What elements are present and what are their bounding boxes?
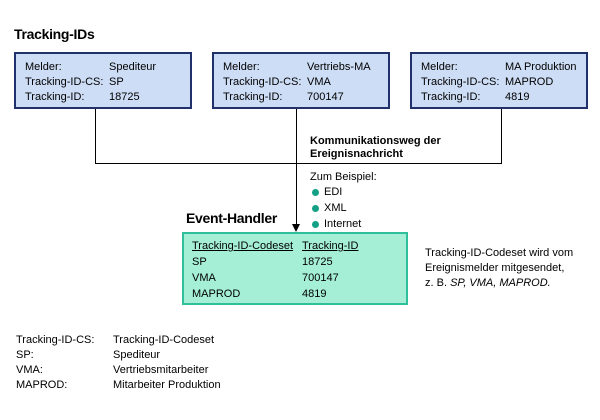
legend-term: SP: bbox=[16, 349, 34, 361]
list-item-label: XML bbox=[324, 202, 347, 214]
example-list: EDI XML Internet bbox=[312, 184, 361, 232]
list-item: XML bbox=[312, 200, 361, 216]
cell-codeset: SP bbox=[192, 256, 207, 268]
legend-definition: Tracking-ID-Codeset bbox=[113, 334, 215, 346]
field-label: Tracking-ID-CS: bbox=[223, 76, 302, 88]
legend-definition: Vertriebsmitarbeiter bbox=[113, 364, 209, 376]
table-row: Tracking-ID-CS: SP bbox=[25, 75, 182, 90]
bullet-icon bbox=[312, 204, 319, 212]
tracking-id-box-vertriebs-ma: Melder: Vertriebs-MA Tracking-ID-CS: VMA… bbox=[212, 52, 390, 109]
connector-line-box1 bbox=[95, 109, 96, 164]
communication-path-title: Kommunikationsweg der Ereignisnachricht bbox=[310, 135, 441, 161]
table-row: Tracking-ID-CS: MAPROD bbox=[421, 75, 578, 90]
codeset-note: Tracking-ID-Codeset wird vom Ereignismel… bbox=[425, 246, 573, 291]
field-label: Tracking-ID: bbox=[223, 91, 283, 103]
table-row: SP 18725 bbox=[192, 254, 398, 270]
table-row: Tracking-ID: 18725 bbox=[25, 90, 182, 105]
cell-tracking-id: 4819 bbox=[302, 288, 327, 300]
field-label: Tracking-ID-CS: bbox=[25, 76, 104, 88]
field-value: MAPROD bbox=[505, 76, 554, 88]
table-row: MAPROD 4819 bbox=[192, 286, 398, 302]
cell-codeset: MAPROD bbox=[192, 288, 241, 300]
cell-tracking-id: 700147 bbox=[302, 272, 339, 284]
table-row: Tracking-ID-CS: VMA bbox=[223, 75, 380, 90]
event-handler-heading: Event-Handler bbox=[186, 210, 278, 226]
codeset-note-line3-examples: SP, VMA, MAPROD. bbox=[450, 277, 551, 289]
legend-term: MAPROD: bbox=[16, 379, 68, 391]
communication-path-title-line1: Kommunikationsweg der bbox=[310, 135, 441, 147]
connector-line-box2 bbox=[296, 109, 297, 164]
communication-path-title-line2: Ereignisnachricht bbox=[310, 148, 403, 160]
list-item: Internet bbox=[312, 216, 361, 232]
column-header-codeset: Tracking-ID-Codeset bbox=[192, 240, 294, 252]
legend-item: SP: Spediteur bbox=[16, 348, 221, 363]
list-item-label: Internet bbox=[324, 218, 362, 230]
field-label: Tracking-ID-CS: bbox=[421, 76, 500, 88]
field-value: Vertriebs-MA bbox=[307, 61, 371, 73]
field-value: MA Produktion bbox=[505, 61, 577, 73]
field-value: 18725 bbox=[109, 91, 140, 103]
legend-item: VMA: Vertriebsmitarbeiter bbox=[16, 363, 221, 378]
field-value: 4819 bbox=[505, 91, 530, 103]
bullet-icon bbox=[312, 220, 319, 228]
field-value: VMA bbox=[307, 76, 331, 88]
legend-term: Tracking-ID-CS: bbox=[16, 334, 95, 346]
legend-item: Tracking-ID-CS: Tracking-ID-Codeset bbox=[16, 333, 221, 348]
cell-codeset: VMA bbox=[192, 272, 216, 284]
table-row: Tracking-ID: 4819 bbox=[421, 90, 578, 105]
event-handler-table: Tracking-ID-Codeset Tracking-ID SP 18725… bbox=[182, 232, 408, 305]
list-item-label: EDI bbox=[324, 186, 343, 198]
connector-line-box3 bbox=[501, 109, 502, 164]
tracking-id-box-ma-produktion: Melder: MA Produktion Tracking-ID-CS: MA… bbox=[410, 52, 588, 109]
table-row: Melder: Vertriebs-MA bbox=[223, 60, 380, 75]
tracking-id-box-spediteur: Melder: Spediteur Tracking-ID-CS: SP Tra… bbox=[14, 52, 192, 109]
field-label: Melder: bbox=[421, 61, 458, 73]
codeset-note-line2: Ereignismelder mitgesendet, bbox=[425, 262, 565, 274]
field-label: Melder: bbox=[25, 61, 62, 73]
cell-tracking-id: 18725 bbox=[302, 256, 333, 268]
field-label: Tracking-ID: bbox=[25, 91, 85, 103]
legend: Tracking-ID-CS: Tracking-ID-Codeset SP: … bbox=[16, 333, 221, 393]
bullet-icon bbox=[312, 188, 319, 196]
legend-item: MAPROD: Mitarbeiter Produktion bbox=[16, 378, 221, 393]
legend-term: VMA: bbox=[16, 364, 43, 376]
column-header-tracking-id: Tracking-ID bbox=[302, 240, 359, 252]
table-row: Melder: Spediteur bbox=[25, 60, 182, 75]
legend-definition: Mitarbeiter Produktion bbox=[113, 379, 221, 391]
connector-line-trunk bbox=[296, 163, 297, 225]
tracking-ids-heading: Tracking-IDs bbox=[14, 26, 95, 42]
field-value: Spediteur bbox=[109, 61, 157, 73]
codeset-note-line3: z. B. SP, VMA, MAPROD. bbox=[425, 276, 573, 291]
field-value: SP bbox=[109, 76, 124, 88]
field-value: 700147 bbox=[307, 91, 344, 103]
table-row: VMA 700147 bbox=[192, 270, 398, 286]
field-label: Melder: bbox=[223, 61, 260, 73]
legend-definition: Spediteur bbox=[113, 349, 161, 361]
list-item: EDI bbox=[312, 184, 361, 200]
codeset-note-line1: Tracking-ID-Codeset wird vom bbox=[425, 247, 574, 259]
connector-line-bus bbox=[95, 163, 502, 164]
example-label: Zum Beispiel: bbox=[310, 171, 377, 183]
table-header-row: Tracking-ID-Codeset Tracking-ID bbox=[192, 238, 398, 254]
table-row: Tracking-ID: 700147 bbox=[223, 90, 380, 105]
codeset-note-line3-prefix: z. B. bbox=[425, 277, 451, 289]
arrow-head-icon bbox=[292, 224, 300, 232]
field-label: Tracking-ID: bbox=[421, 91, 481, 103]
table-row: Melder: MA Produktion bbox=[421, 60, 578, 75]
